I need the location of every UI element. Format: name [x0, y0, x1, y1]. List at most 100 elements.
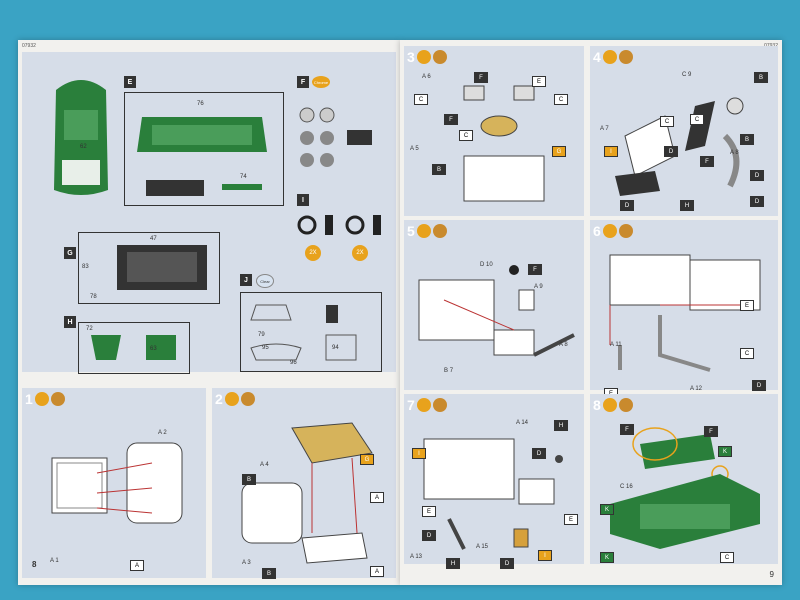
paint-brush-icon [618, 224, 633, 238]
part-47-label: 47 [150, 236, 157, 242]
step-3-panel: 3 A 6 F C E F C C B A 5 G [404, 46, 584, 216]
glue-icon [34, 392, 49, 406]
step-8-drawing [610, 427, 760, 549]
callout-a14: A 14 [516, 420, 529, 426]
step-5-header: 5 [407, 223, 447, 239]
callout-a1: A 1 [50, 558, 59, 564]
glue-icon [224, 392, 239, 406]
paint-brush-icon [50, 392, 65, 406]
callout-d-2: D [422, 530, 436, 541]
callout-f-2: F [444, 114, 458, 125]
step-number: 4 [593, 49, 601, 65]
part-94-label: 94 [332, 345, 339, 351]
callout-c: C [720, 552, 734, 563]
callout-b: B [242, 474, 256, 485]
callout-a8: A 8 [730, 150, 739, 156]
callout-d: D [664, 146, 678, 157]
callout-a3: A 3 [242, 560, 251, 566]
sprue-g-interior [117, 245, 207, 290]
part-78-label: 78 [90, 294, 97, 300]
callout-d-3: D [750, 170, 764, 181]
sprue-e-frame [124, 92, 284, 206]
step-4-drawing [615, 97, 744, 196]
callout-b: B [432, 164, 446, 175]
right-page: 07932 3 A 6 F C E F C C B A 5 G 4 [400, 40, 782, 585]
callout-a-box: A [370, 492, 384, 503]
glue-icon [416, 398, 431, 412]
callout-c: C [740, 348, 754, 359]
callout-g: G [360, 454, 374, 465]
page-code: 07932 [22, 43, 36, 49]
callout-i: I [604, 146, 618, 157]
callout-i-2: I [538, 550, 552, 561]
step-number: 6 [593, 223, 601, 239]
callout-a12: A 12 [690, 386, 703, 392]
part-96-label: 96 [290, 360, 297, 366]
callout-f: F [528, 264, 542, 275]
callout-c9: C 9 [682, 72, 692, 78]
callout-a-box: A [130, 560, 144, 571]
step-8-panel: 8 F F K C 16 K K C [590, 394, 778, 564]
callout-f-2: F [704, 426, 718, 437]
sprue-f-label: F [297, 76, 309, 88]
callout-a8: A 8 [559, 342, 568, 348]
sprue-j-glass [250, 304, 357, 361]
callout-d-4: D [750, 196, 764, 207]
part-74-label: 74 [240, 174, 247, 180]
callout-f: F [620, 424, 634, 435]
step-2-engine-drawing [241, 422, 373, 564]
callout-a9: A 9 [534, 284, 543, 290]
step-5-drawing [418, 265, 575, 357]
callout-e: E [422, 506, 436, 517]
sprue-j-label: J [240, 274, 252, 286]
callout-k-2: K [600, 504, 614, 515]
step-6-drawing [609, 254, 761, 372]
callout-b: B [754, 72, 768, 83]
callout-e: E [740, 300, 754, 311]
callout-f: F [474, 72, 488, 83]
callout-a7: A 7 [600, 126, 609, 132]
sprue-e-bumper [222, 184, 262, 190]
sprue-j-frame [240, 292, 382, 372]
step-4-header: 4 [593, 49, 633, 65]
step-4-panel: 4 C 9 B A 7 C I D C D D H B F D A 8 [590, 46, 778, 216]
part-63-label: 63 [150, 346, 157, 352]
step-7-drawing [423, 438, 563, 550]
times-2x-badge: 2X [305, 245, 321, 261]
part-83-label: 83 [82, 264, 89, 270]
paint-brush-icon [618, 50, 633, 64]
parts-overview-panel: 62 E 76 74 F Chrome I 2X 2X [22, 52, 396, 374]
callout-a6: A 6 [422, 74, 431, 80]
callout-c-3: C [554, 94, 568, 105]
callout-a13: A 13 [410, 554, 423, 560]
step-7-header: 7 [407, 397, 447, 413]
glue-icon [602, 50, 617, 64]
step-1-header: 1 [25, 391, 65, 407]
callout-c: C [414, 94, 428, 105]
sprue-g-label: G [64, 247, 76, 259]
sprue-h-frame [78, 322, 190, 374]
glue-icon [602, 224, 617, 238]
part-72-label: 72 [86, 326, 93, 332]
paint-brush-icon [618, 398, 633, 412]
step-3-header: 3 [407, 49, 447, 65]
sprue-h-parts [91, 335, 176, 360]
car-body-top-view [54, 80, 108, 195]
callout-a15: A 15 [476, 544, 489, 550]
sprue-i-label: I [297, 194, 309, 206]
clear-badge: Clear [256, 274, 274, 288]
part-76-label: 76 [197, 101, 204, 107]
callout-a-box-2: A [370, 566, 384, 577]
step-8-header: 8 [593, 397, 633, 413]
callout-d: D [532, 448, 546, 459]
page-number: 8 [32, 560, 37, 569]
left-page: 07932 62 E 76 74 F Chrome I [18, 40, 400, 585]
page-number: 9 [769, 570, 774, 579]
callout-h: H [554, 420, 568, 431]
glue-icon [416, 224, 431, 238]
callout-c-2: C [690, 114, 704, 125]
step-6-panel: 6 E A 11 C D E A 12 [590, 220, 778, 399]
callout-e-2: E [564, 514, 578, 525]
callout-h: H [680, 200, 694, 211]
glue-icon [416, 50, 431, 64]
